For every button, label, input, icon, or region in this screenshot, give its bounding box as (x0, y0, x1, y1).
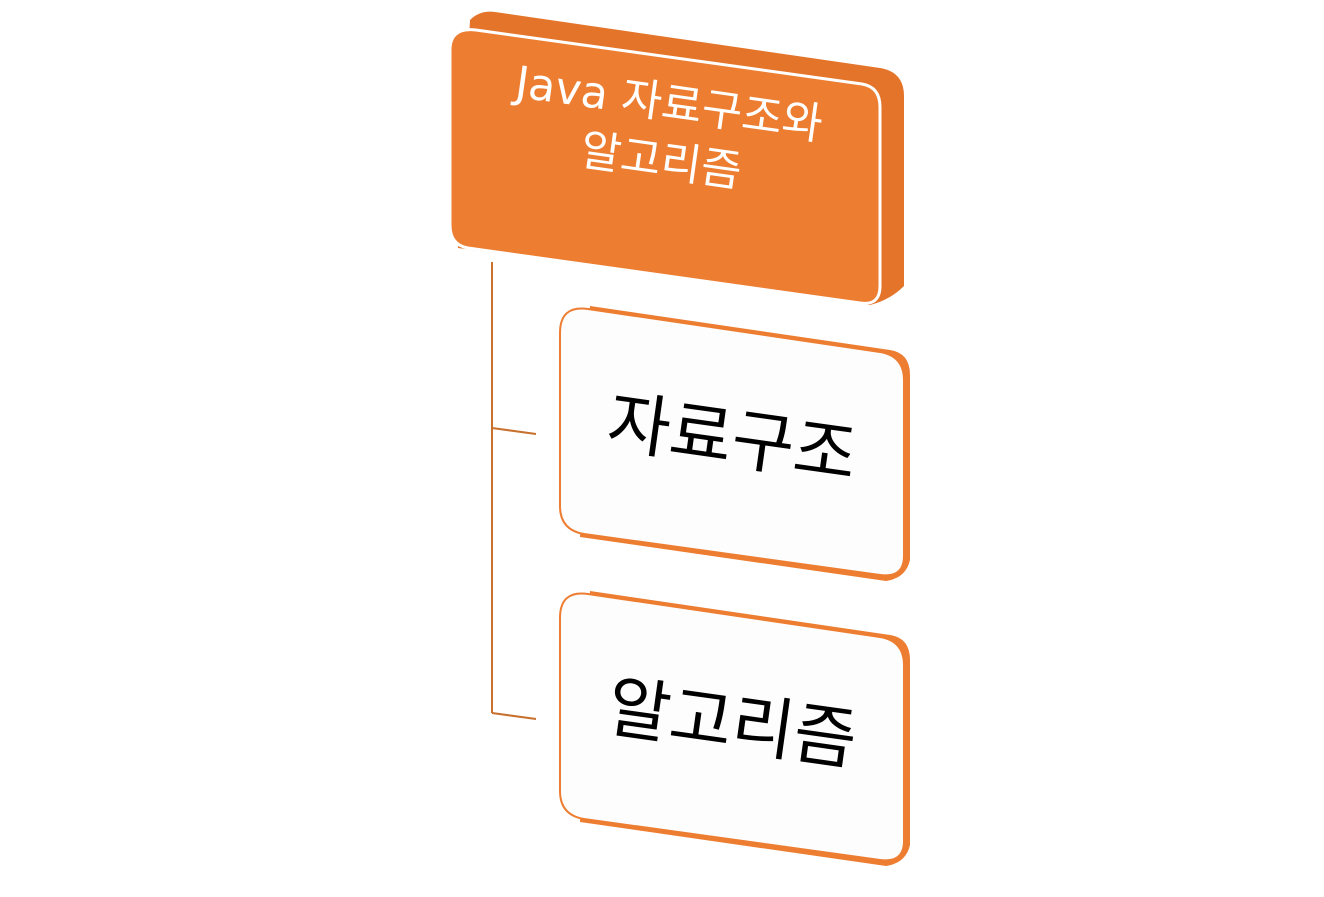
child-node-2-face (559, 592, 905, 862)
child-node-2 (559, 591, 910, 866)
connector-branch-1 (491, 427, 537, 435)
connector-branch-2 (491, 712, 537, 720)
child-node-1 (559, 306, 910, 581)
child-node-1-face (559, 307, 905, 577)
root-node (448, 11, 904, 306)
root-node-face (448, 28, 882, 305)
connector-lines (491, 262, 537, 720)
